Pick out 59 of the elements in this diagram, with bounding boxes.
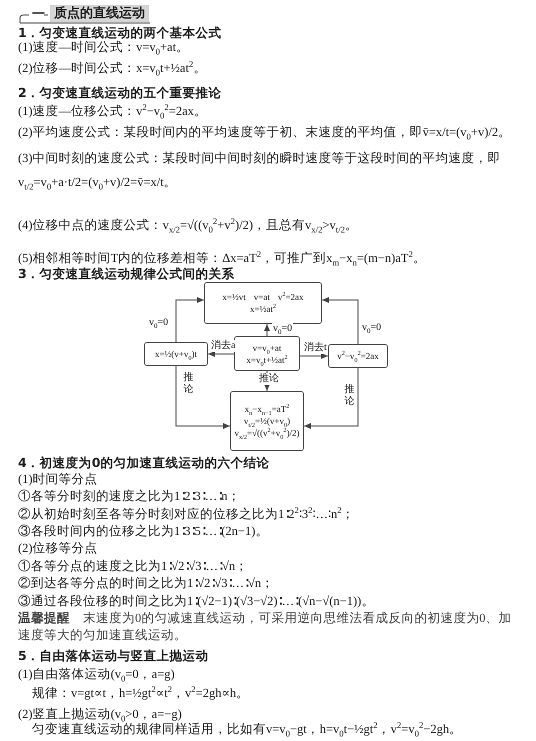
text-line: (2)竖直上抛运动(v$_{0}$>0，a=−g) [18,706,182,723]
formula-box [204,282,322,324]
arrow [300,353,328,359]
formula: v$^{2}$−v$_{0}$$^{2}$=2ax [337,350,379,362]
text-line: (2)位移—时间公式：x=v$_{0}$t+½at$^{2}$。 [18,60,206,77]
text-line: (1)自由落体运动(v$_{0}$=0，a=g) [18,666,175,683]
text-line: ①各等分点的速度之比为1∶√2∶√3∶…∶√n； [18,558,248,575]
section-title: 质点的直线运动 [50,5,149,22]
arrow [176,297,204,342]
arrow [208,351,234,357]
arrow [304,368,358,429]
text-line: (3)中间时刻的速度公式：某段时间中间时刻的瞬时速度等于这段时间的平均速度，即 [18,150,501,167]
text-line: (2)位移等分点 [18,540,98,557]
text-line: (5)相邻相等时间T内的位移差相等：Δx=aT$^{2}$，可推广到x$_{m}$−x$_{n}$=(m−n)aT$^{2}$。 [18,250,426,267]
formula: x=½vt [222,291,246,303]
formula: v$_{x/2}$=√((v$^{2}$+v$_{0}$$^{2}$)/2) [234,427,300,439]
formula: x$_{n}$−x$_{n−1}$=aT$^{2}$ [244,403,290,415]
text-line: (1)速度—位移公式：v$^{2}$−v$_{0}$$^{2}$=2ax。 [18,103,207,120]
formula: x=½(v+v$_{0}$)t [154,348,198,360]
formula: v$_{t/2}$=½(v+v$_{0}$) [244,415,290,427]
text-line: (4)位移中点的速度公式：v$_{x/2}$=√((v$_{0}$$^{2}$+v$^{2}$)/2)，且总有v$_{x/2}$>v$_{t/2}$。 [18,217,358,234]
section-heading: 4．初速度为0的匀加速直线运动的六个结论 [18,454,270,471]
formula-box [144,342,208,366]
formula: x=v$_{0}$t+½at$^{2}$ [246,354,288,366]
formula: v=v$_{0}$+at [252,342,282,354]
text-line: ③各段时间内的位移之比为1∶3∶5∶…∶(2n−1)。 [18,523,268,540]
section-heading: 1．匀变速直线运动的两个基本公式 [18,24,222,40]
formula-box [230,391,304,451]
text-line: (2)平均速度公式：某段时间内的平均速度等于初、末速度的平均值，即v̄=x/t=(v$_{0}$+v)/2。 [18,124,512,141]
text-line: (1)时间等分点 [18,471,98,488]
formula-box [234,336,300,371]
edge-label: 消去t [303,342,328,354]
text-line: ①各等分时刻的速度之比为1∶2∶3∶…∶n； [18,488,240,505]
arrow [264,324,270,336]
text-line: 规律：v=gt∝t，h=½gt$^{2}$∝t$^{2}$，v$^{2}$=2gh∝h。 [32,685,250,702]
text-line: 匀变速直线运动的规律同样适用，比如有v=v$_{0}$−gt，h=v$_{0}$t−½gt$^{2}$，v$^{2}$=v$_{0}$$^{2}$−2gh。 [32,721,462,738]
section-number: 一 [32,5,45,22]
text-line: (1)速度—时间公式：v=v$_{0}$+at。 [18,39,190,56]
edge-label: 推论 [258,373,280,385]
edge-label: v$_{0}$=0 [148,317,170,329]
edge-label: 消去a [210,340,236,352]
section-heading: 2．匀变速直线运动的五个重要推论 [18,84,222,101]
formula-box [328,344,388,368]
section-heading: 3．匀变速直线运动规律公式间的关系 [18,265,235,282]
text-line: ③通过各段位移的时间之比为1∶(√2−1)∶(√3−√2)∶…∶(√n−√(n−1))。 [18,593,374,610]
edge-label: 推论 [343,384,356,408]
text-line: ②从初始时刻至各等分时刻对应的位移之比为1∶2$^{2}$∶3$^{2}$∶…∶n$^{2}$； [18,506,355,523]
arrow [322,297,358,344]
edge-label: v$_{0}$=0 [361,322,382,334]
note-paragraph: 温馨提醒 末速度为0的匀减速直线运动，可采用逆向思维法看成反向的初速度为0、加速度等大的匀加速直线运动。 [18,610,512,644]
edge-label: v$_{0}$=0 [272,323,294,335]
formula: v=at [254,291,270,303]
formula: v$^{2}$=2ax [278,291,304,303]
formula: x=½at$^{2}$ [250,303,276,315]
edge-label: 推论 [182,372,195,396]
section-heading: 5．自由落体运动与竖直上抛运动 [18,647,209,664]
text-line: ②到达各等分点的时间之比为1∶√2∶√3∶…∶√n； [18,575,274,592]
text-line: v$_{t/2}$=v$_{0}$+a·t/2=(v$_{0}$+v)/2=v̄=x/t。 [18,174,177,191]
arrow [176,366,230,429]
